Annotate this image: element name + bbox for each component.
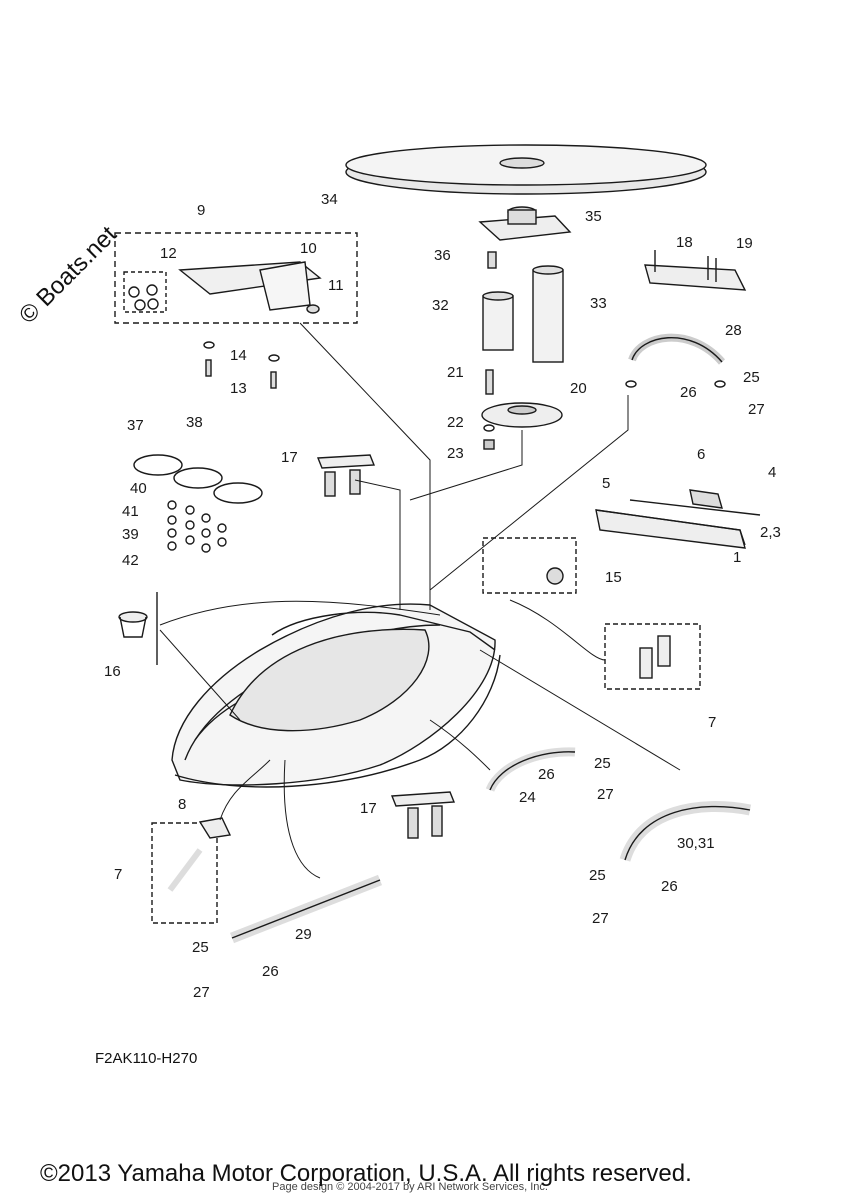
part-label-p24[interactable]: 24: [519, 789, 536, 806]
part-label-p25c[interactable]: 25: [589, 867, 606, 884]
cup-holder-rings-part[interactable]: [133, 454, 263, 553]
part-label-p23n[interactable]: 23: [447, 445, 464, 462]
pedestal-short-part[interactable]: [482, 291, 514, 351]
bolt-21-part[interactable]: [485, 369, 494, 395]
part-label-p7a[interactable]: 7: [708, 714, 716, 731]
part-label-p10[interactable]: 10: [300, 240, 317, 257]
part-label-p8[interactable]: 8: [178, 796, 186, 813]
cleat-18-part[interactable]: [644, 250, 747, 291]
rail-30-31-part[interactable]: [619, 801, 752, 862]
part-label-p27a[interactable]: 27: [597, 786, 614, 803]
part-label-p33[interactable]: 33: [590, 295, 607, 312]
part-label-p27c[interactable]: 27: [592, 910, 609, 927]
part-label-p26d[interactable]: 26: [262, 963, 279, 980]
part-label-p36[interactable]: 36: [434, 247, 451, 264]
part-label-p26b[interactable]: 26: [680, 384, 697, 401]
clamp-8-part[interactable]: [198, 817, 232, 839]
washer-22-part[interactable]: [483, 424, 495, 432]
bolts-13-14-part[interactable]: [203, 341, 280, 389]
part-label-p12[interactable]: 12: [160, 245, 177, 262]
table-mount-top-part[interactable]: [478, 206, 572, 241]
part-label-p19[interactable]: 19: [736, 235, 753, 252]
table-top-part[interactable]: [345, 144, 707, 195]
part-label-p20[interactable]: 20: [570, 380, 587, 397]
rail-bracket-part[interactable]: [595, 489, 761, 549]
part-label-p21[interactable]: 21: [447, 364, 464, 381]
boat-hull: [171, 603, 501, 788]
part-label-p17a[interactable]: 17: [281, 449, 298, 466]
diagram-code: F2AK110-H270: [95, 1050, 198, 1067]
part-label-p42[interactable]: 42: [122, 552, 139, 569]
table-base-part[interactable]: [481, 402, 563, 428]
part-label-p28[interactable]: 28: [725, 322, 742, 339]
part-label-p5[interactable]: 5: [602, 475, 610, 492]
rail-29-part[interactable]: [229, 874, 383, 944]
part-label-p27b[interactable]: 27: [748, 401, 765, 418]
part-label-p14[interactable]: 14: [230, 347, 247, 364]
bolt-36-part[interactable]: [487, 251, 497, 269]
part-label-p18[interactable]: 18: [676, 234, 693, 251]
part-label-p39[interactable]: 39: [122, 526, 139, 543]
part-label-p15[interactable]: 15: [605, 569, 622, 586]
part-label-p26c[interactable]: 26: [661, 878, 678, 895]
part-label-p17b[interactable]: 17: [360, 800, 377, 817]
part-label-p25b[interactable]: 25: [743, 369, 760, 386]
part-label-p22[interactable]: 22: [447, 414, 464, 431]
cleat-17-lower-part[interactable]: [390, 791, 456, 839]
nut-23-part[interactable]: [483, 439, 495, 450]
seat-bracket-group[interactable]: [114, 232, 358, 324]
part-label-p9[interactable]: 9: [197, 202, 205, 219]
part-label-p37[interactable]: 37: [127, 417, 144, 434]
part-label-p13[interactable]: 13: [230, 380, 247, 397]
part-label-p40[interactable]: 40: [130, 480, 147, 497]
part-label-p35[interactable]: 35: [585, 208, 602, 225]
cup-holder-16-part[interactable]: [118, 592, 158, 665]
part-label-p7b[interactable]: 7: [114, 866, 122, 883]
rail-24-part[interactable]: [485, 747, 576, 793]
part-label-p32[interactable]: 32: [432, 297, 449, 314]
part-label-p6[interactable]: 6: [697, 446, 705, 463]
tie-down-group-right[interactable]: [604, 623, 701, 690]
part-label-p41[interactable]: 41: [122, 503, 139, 520]
part-label-p29[interactable]: 29: [295, 926, 312, 943]
pedestal-long-part[interactable]: [532, 265, 564, 363]
part-label-p3031[interactable]: 30,31: [677, 835, 715, 852]
part-label-p1[interactable]: 1: [733, 549, 741, 566]
page-design-credit: Page design © 2004-2017 by ARI Network S…: [272, 1181, 548, 1193]
part-label-p11[interactable]: 11: [328, 277, 344, 294]
part-label-p26a[interactable]: 26: [538, 766, 555, 783]
grab-handle-28-part[interactable]: [625, 333, 726, 388]
leader-lines: [159, 322, 681, 879]
part-label-p25a[interactable]: 25: [594, 755, 611, 772]
part-label-p38[interactable]: 38: [186, 414, 203, 431]
part-label-p16[interactable]: 16: [104, 663, 121, 680]
cleat-17-upper-part[interactable]: [316, 454, 376, 497]
part-label-p34[interactable]: 34: [321, 191, 338, 208]
part-number-labels: 1 2,3 4 5 6 7 7 8 9 10 11 12 13 14 15 16 17 17 18 19 20 21 22 2…: [104, 191, 781, 1001]
part-label-p25d[interactable]: 25: [192, 939, 209, 956]
switch-assembly-group[interactable]: [482, 537, 577, 594]
copyright-notice: ©2013 Yamaha Motor Corporation, U.S.A. A…: [40, 1160, 692, 1187]
part-label-p4[interactable]: 4: [768, 464, 776, 481]
part-label-p23[interactable]: 2,3: [760, 524, 781, 541]
part-label-p27d[interactable]: 27: [193, 984, 210, 1001]
tie-down-group-left[interactable]: [151, 822, 218, 924]
